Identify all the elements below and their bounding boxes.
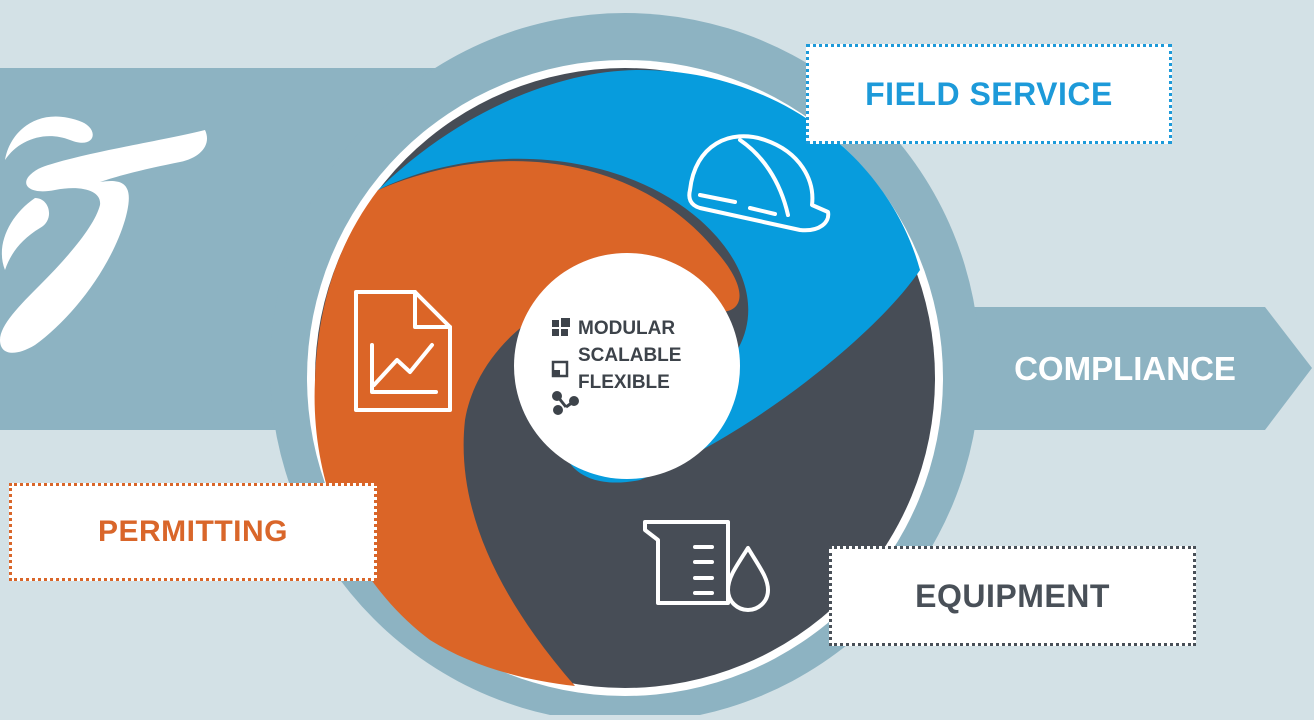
- beaker-droplet-icon: [643, 520, 770, 612]
- field-service-label: FIELD SERVICE: [865, 75, 1113, 112]
- equipment-label-box: EQUIPMENT: [829, 546, 1196, 646]
- compliance-label: COMPLIANCE: [1014, 350, 1236, 387]
- feature-scalable: SCALABLE: [548, 342, 718, 369]
- feature-scalable-label: SCALABLE: [578, 344, 682, 366]
- report-chart-icon: [354, 290, 452, 412]
- field-service-label-box: FIELD SERVICE: [806, 44, 1172, 144]
- permitting-label-box: PERMITTING: [9, 483, 377, 581]
- center-features-list: MODULAR SCALABLE FLEXIBLE: [548, 315, 718, 396]
- compliance-arrow: [930, 307, 1312, 430]
- feature-modular: MODULAR: [548, 315, 718, 342]
- permitting-label: PERMITTING: [98, 515, 288, 548]
- logo-swirl-icon: [0, 116, 208, 353]
- flexible-branch-icon: [552, 391, 579, 415]
- feature-modular-label: MODULAR: [578, 317, 676, 339]
- segment-field-service: [378, 70, 920, 483]
- hard-hat-icon: [687, 134, 831, 233]
- scale-icon: [551, 360, 569, 378]
- feature-flexible: FLEXIBLE: [548, 369, 718, 396]
- modules-icon: [552, 318, 570, 336]
- equipment-label: EQUIPMENT: [915, 577, 1110, 614]
- segment-permitting: [314, 161, 740, 687]
- feature-flexible-label: FLEXIBLE: [578, 371, 670, 393]
- center-circle: [514, 253, 740, 479]
